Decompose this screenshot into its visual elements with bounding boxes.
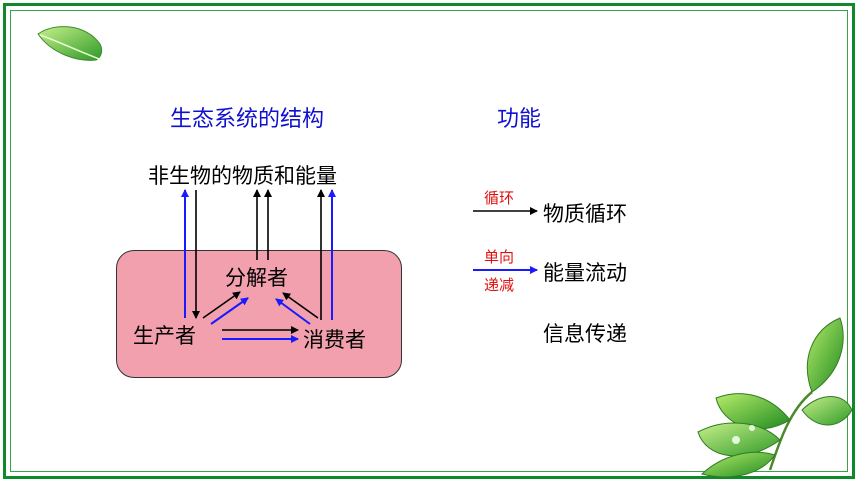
abiotic-node: 非生物的物质和能量 [148, 164, 337, 188]
material-cycle-text: 物质循环 [543, 202, 627, 226]
decreasing-label: 递减 [484, 276, 515, 294]
arrow-producer-to-decomposer-blue [210, 297, 249, 325]
arrow-producer-to-decomposer-black [202, 291, 241, 319]
arrow-consumer-to-decomposer-black [282, 292, 319, 319]
consumer-node: 消费者 [303, 328, 366, 352]
slide-inner-border [10, 10, 848, 472]
info-transfer-text: 信息传递 [543, 322, 627, 346]
one-way-label: 单向 [484, 248, 515, 266]
arrow-consumer-to-decomposer-blue [275, 298, 311, 325]
function-title: 功能 [497, 107, 542, 132]
decomposer-node: 分解者 [225, 266, 288, 290]
biotic-community-box [116, 250, 402, 378]
energy-flow-text: 能量流动 [543, 261, 627, 285]
cycle-label: 循环 [484, 189, 515, 207]
slide-border [3, 3, 855, 479]
producer-node: 生产者 [133, 324, 196, 348]
structure-title: 生态系统的结构 [170, 107, 325, 132]
